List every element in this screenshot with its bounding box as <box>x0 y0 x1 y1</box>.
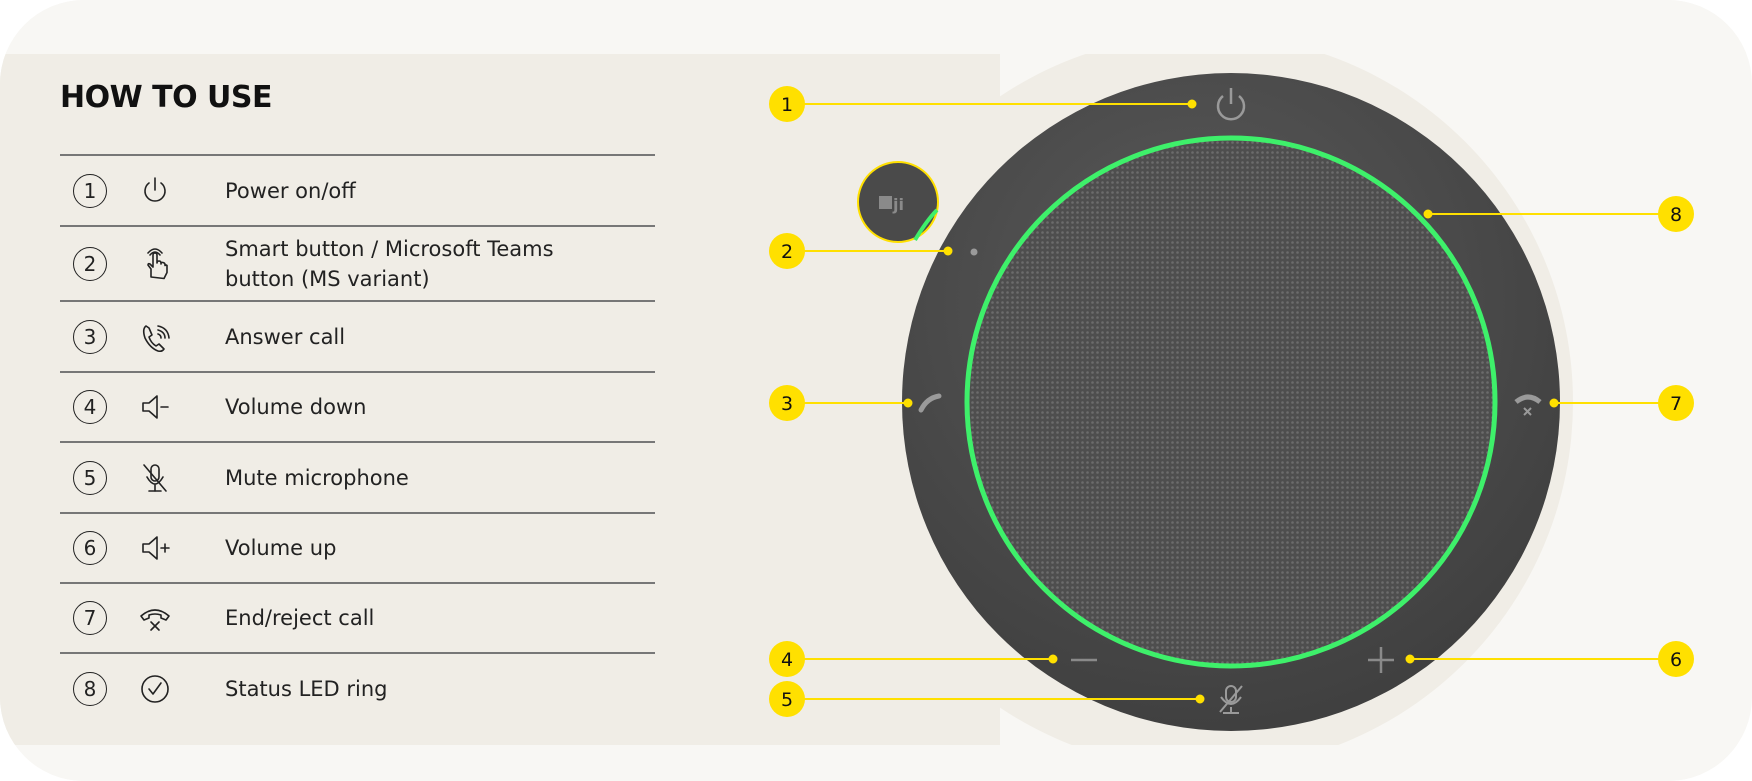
volume-down-icon <box>135 387 175 427</box>
device-mute-icon <box>1219 685 1243 714</box>
table-row: 2 Smart button / Microsoft Teams button … <box>60 227 655 302</box>
svg-text:ji: ji <box>892 195 904 214</box>
callout-badge-3: 3 <box>769 385 805 421</box>
item-number: 5 <box>73 460 107 495</box>
item-label: Power on/off <box>225 178 356 203</box>
mute-microphone-icon <box>135 458 175 498</box>
status-led-ring <box>964 135 1498 669</box>
status-led-check-icon <box>135 669 175 709</box>
callout-number: 4 <box>781 649 793 671</box>
callout-number: 5 <box>781 689 793 711</box>
callout-badge-6: 6 <box>1658 641 1694 677</box>
item-label: Volume up <box>225 536 337 560</box>
table-row: 6 Volume up <box>60 514 655 584</box>
callout-number: 7 <box>1670 393 1682 415</box>
item-label: Volume down <box>225 395 367 419</box>
table-row: 1 Power on/off <box>60 156 655 227</box>
device-smart-button-dot <box>970 248 978 256</box>
device-answer-icon <box>918 393 942 413</box>
item-label: Answer call <box>225 324 346 349</box>
item-number: 7 <box>73 601 107 635</box>
device-volume-up-icon <box>1368 647 1394 673</box>
item-number: 8 <box>73 672 107 706</box>
item-label: End/reject call <box>225 606 375 630</box>
table-row: 5 Mute microphone <box>60 443 655 514</box>
callout-badge-8: 8 <box>1658 196 1694 232</box>
speaker-grille <box>969 140 1493 664</box>
page-title: HOW TO USE <box>60 80 273 115</box>
smart-button-touch-icon <box>135 244 175 284</box>
item-label: Mute microphone <box>225 465 409 490</box>
table-row: 4 Volume down <box>60 373 655 443</box>
item-number: 3 <box>73 319 107 354</box>
item-number: 4 <box>73 390 107 424</box>
callout-badge-7: 7 <box>1658 385 1694 421</box>
callout-lines <box>787 99 1676 704</box>
table-row: 3 Answer call <box>60 302 655 373</box>
device-end-call-icon <box>1514 394 1542 416</box>
item-label: Smart button / Microsoft Teams button (M… <box>225 236 554 291</box>
end-call-icon <box>135 598 175 638</box>
callout-number: 8 <box>1670 204 1682 226</box>
item-label: Status LED ring <box>225 677 388 701</box>
callout-number: 3 <box>781 393 793 415</box>
item-number: 2 <box>73 246 107 281</box>
device-power-icon <box>1216 88 1246 121</box>
power-icon <box>135 171 175 211</box>
teams-logo-icon <box>879 196 892 209</box>
answer-call-icon <box>135 317 175 357</box>
callout-number: 1 <box>781 94 793 116</box>
callout-badge-2: 2 <box>769 233 805 269</box>
callout-number: 6 <box>1670 649 1682 671</box>
table-row: 7 End/reject call <box>60 584 655 654</box>
item-number: 1 <box>73 173 107 208</box>
callout-badge-1: 1 <box>769 86 805 122</box>
item-number: 6 <box>73 531 107 565</box>
teams-button-inset: ji <box>857 161 939 243</box>
table-row: 8 Status LED ring <box>60 654 655 724</box>
callout-badge-4: 4 <box>769 641 805 677</box>
callout-number: 2 <box>781 241 793 263</box>
callout-badge-5: 5 <box>769 681 805 717</box>
volume-up-icon <box>135 528 175 568</box>
